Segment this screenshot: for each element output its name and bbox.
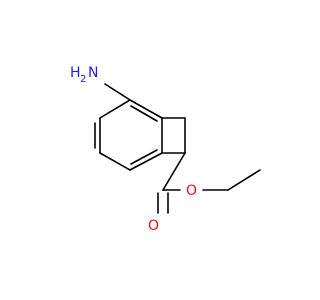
oxygen-labels: O O [148,183,197,234]
bond-c6-n [104,83,131,101]
ester-oxygen-label: O [186,183,197,199]
bond-c5-c6-double [130,105,158,122]
ester-group [157,152,261,214]
bond-c3-c4 [129,152,163,171]
bond-c3-c4-double [130,149,158,165]
bond-c2-c3 [99,152,131,171]
bond-c6-c1 [99,99,131,119]
ethyl-aminobicyclooctatriene-carboxylate-structure: H 2 N O O [70,65,261,234]
amine-nitrogen-label: N [88,65,98,81]
benzene-ring [94,99,163,171]
bond-ethyl-ch2-ch3 [227,169,261,191]
amine-group: H 2 N [70,65,131,101]
amine-hydrogen-label: H [70,65,81,81]
bond-c5-c6 [129,99,163,119]
cyclobutane-ring [161,117,186,154]
amine-hydrogen-count: 2 [80,74,86,85]
bond-c8-carbonyl [162,152,186,191]
carbonyl-oxygen-label: O [148,218,159,234]
